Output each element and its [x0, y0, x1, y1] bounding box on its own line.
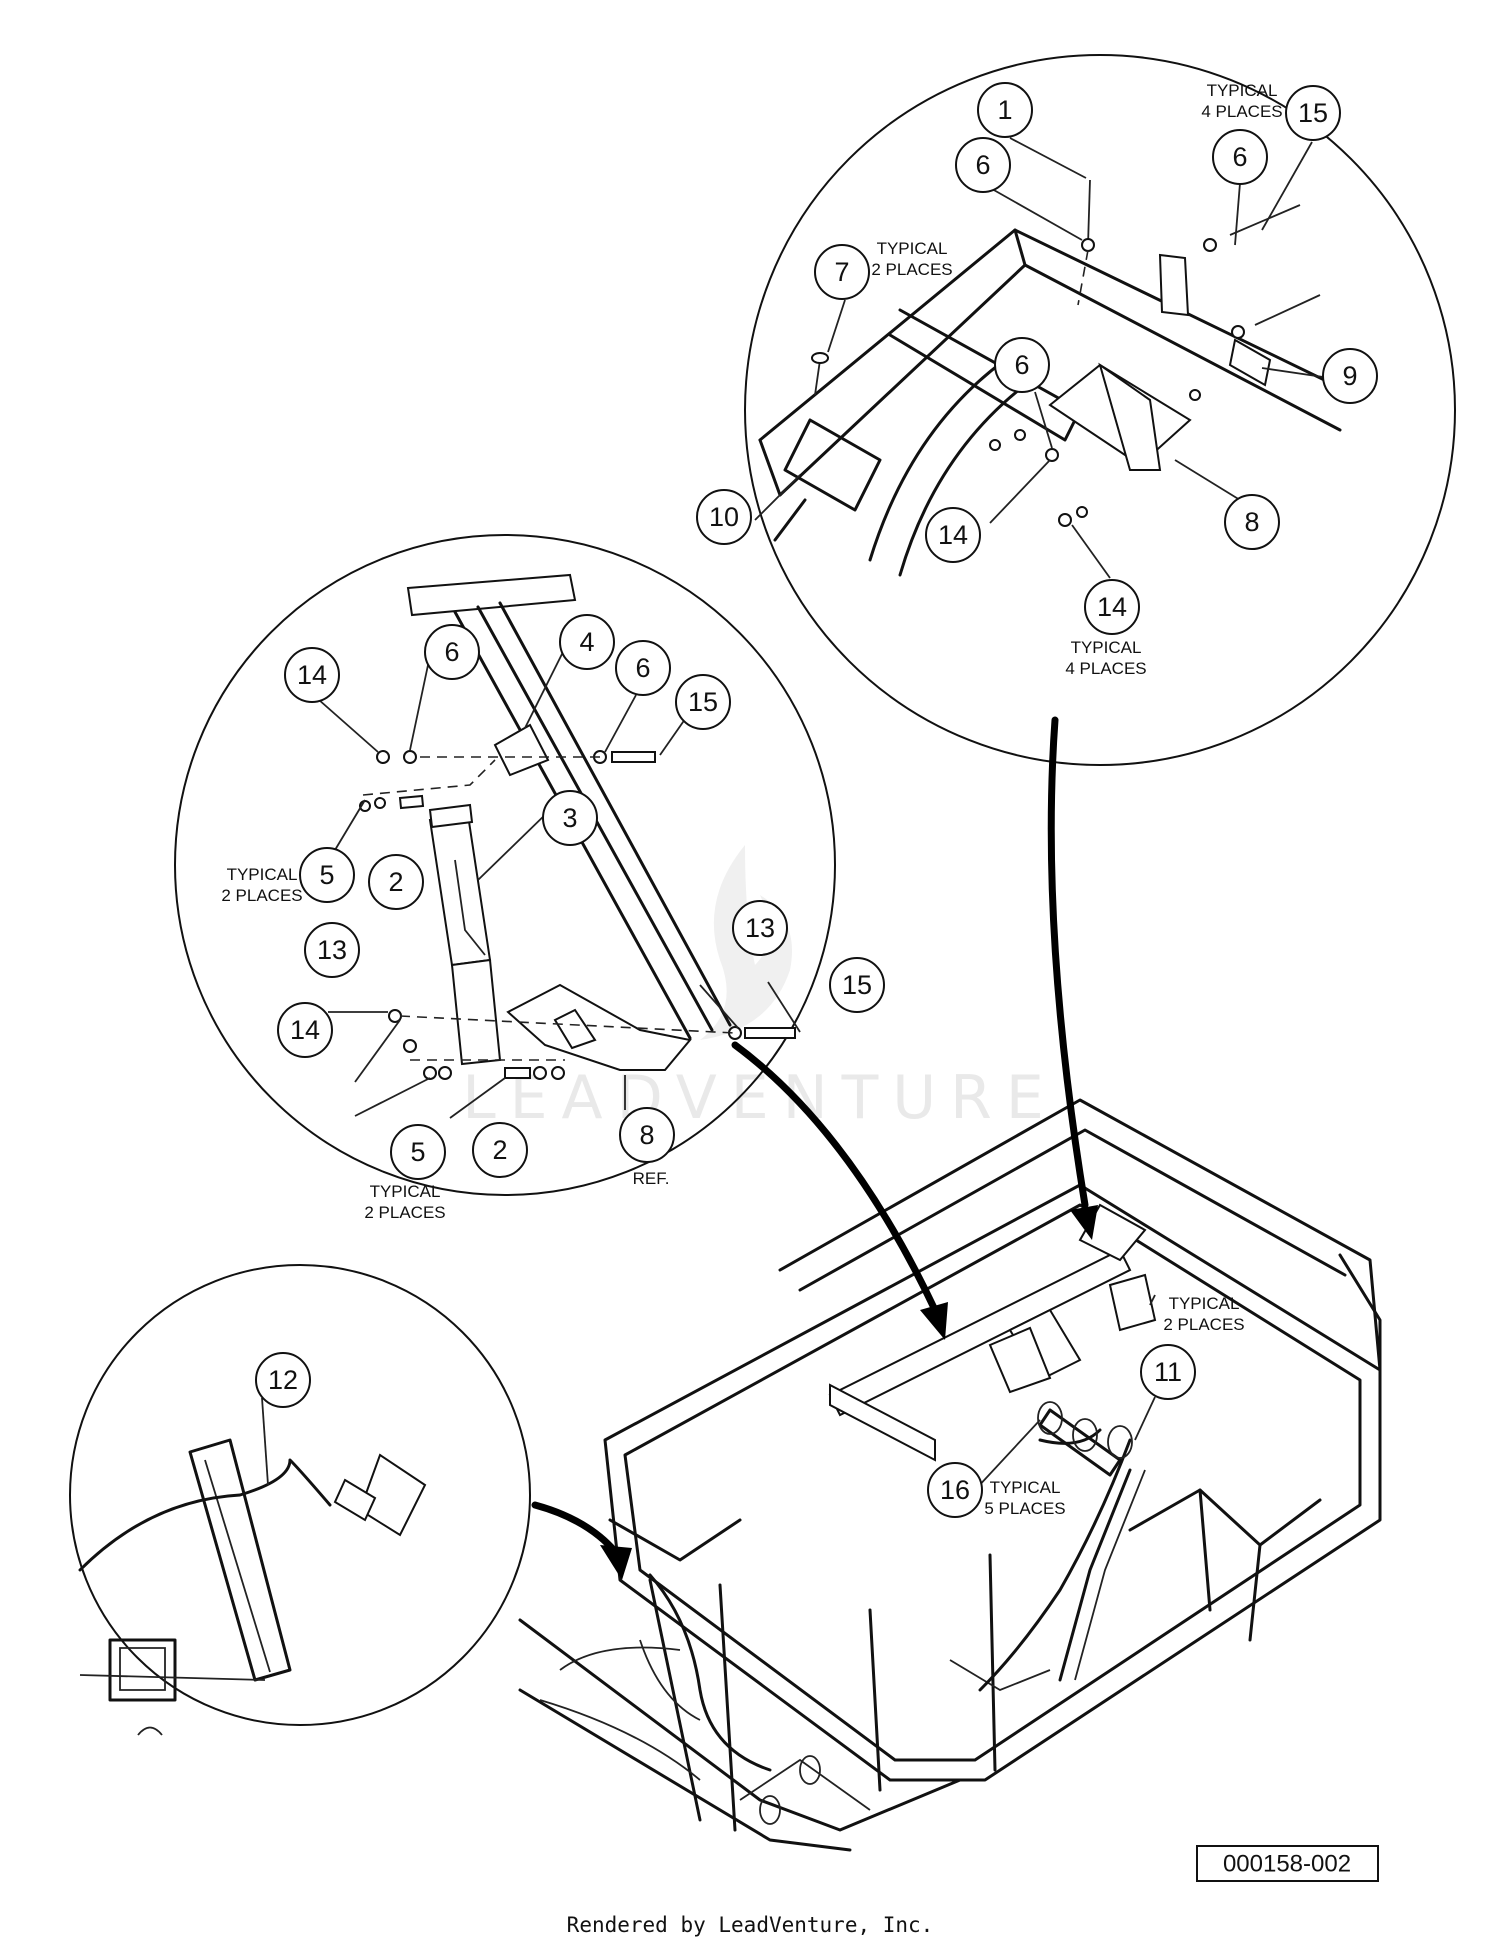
callout: 13 — [732, 900, 788, 956]
callout: 13 — [304, 922, 360, 978]
note-line: 2 PLACES — [871, 260, 952, 279]
svg-text:6: 6 — [444, 637, 459, 667]
callout: 3 — [542, 790, 598, 846]
svg-text:6: 6 — [1014, 350, 1029, 380]
svg-text:4: 4 — [579, 627, 594, 657]
callout: 14 — [284, 647, 340, 703]
callout: 6 — [1212, 129, 1268, 185]
callout: 6 — [615, 640, 671, 696]
callout: 9 — [1322, 348, 1378, 404]
callout: 16 — [927, 1462, 983, 1518]
svg-text:2: 2 — [492, 1135, 507, 1165]
svg-text:14: 14 — [290, 1015, 320, 1045]
callouts-top: 1 6 6 15 7 6 9 10 14 8 14 — [696, 82, 1378, 635]
svg-text:9: 9 — [1342, 361, 1357, 391]
callout: 10 — [696, 489, 752, 545]
detail-circle-left — [69, 1264, 531, 1726]
svg-text:15: 15 — [1298, 98, 1328, 128]
note-line: TYPICAL — [877, 239, 948, 258]
callout: 15 — [1285, 85, 1341, 141]
notes: TYPICAL 4 PLACES TYPICAL 2 PLACES TYPICA… — [221, 81, 1282, 1518]
callout: 6 — [424, 624, 480, 680]
note-line: TYPICAL — [1071, 638, 1142, 657]
svg-text:1: 1 — [997, 95, 1012, 125]
svg-text:16: 16 — [940, 1475, 970, 1505]
callout: 5 — [390, 1124, 446, 1180]
callout: 7 — [814, 244, 870, 300]
callouts-main: 11 16 — [927, 1344, 1196, 1518]
svg-text:6: 6 — [1232, 142, 1247, 172]
svg-text:15: 15 — [842, 970, 872, 1000]
callout: 5 — [299, 847, 355, 903]
note-line: 2 PLACES — [364, 1203, 445, 1222]
main-frame-assembly — [518, 1098, 1382, 1852]
note-line: TYPICAL — [227, 865, 298, 884]
arrow-mid-to-main — [731, 1041, 939, 1314]
note-line: REF. — [633, 1169, 670, 1188]
note-line: TYPICAL — [1169, 1294, 1240, 1313]
detail-circle-mid — [174, 534, 836, 1196]
callout: 11 — [1140, 1344, 1196, 1400]
note-line: 4 PLACES — [1065, 659, 1146, 678]
svg-text:13: 13 — [745, 913, 775, 943]
svg-text:5: 5 — [319, 860, 334, 890]
note-line: 5 PLACES — [984, 1499, 1065, 1518]
svg-text:8: 8 — [1244, 507, 1259, 537]
callout: 12 — [255, 1352, 311, 1408]
detail-left-connector — [69, 1264, 531, 1736]
arrow-top-to-main — [1047, 716, 1089, 1209]
svg-text:5: 5 — [410, 1137, 425, 1167]
svg-text:3: 3 — [562, 803, 577, 833]
svg-text:13: 13 — [317, 935, 347, 965]
callouts-left: 12 — [255, 1352, 311, 1408]
callout: 8 — [619, 1107, 675, 1163]
detail-mid-actuator — [174, 534, 836, 1196]
svg-text:12: 12 — [268, 1365, 298, 1395]
svg-text:6: 6 — [975, 150, 990, 180]
callout: 15 — [675, 674, 731, 730]
detail-circle-top — [744, 54, 1456, 766]
callout: 15 — [829, 957, 885, 1013]
svg-text:7: 7 — [834, 257, 849, 287]
svg-text:10: 10 — [709, 502, 739, 532]
callout: 8 — [1224, 494, 1280, 550]
callout: 6 — [994, 337, 1050, 393]
svg-text:11: 11 — [1154, 1357, 1182, 1387]
callout: 14 — [925, 507, 981, 563]
svg-text:6: 6 — [635, 653, 650, 683]
callout: 1 — [977, 82, 1033, 138]
callouts-mid: 14 6 4 6 15 3 5 2 13 13 15 14 5 2 8 — [277, 614, 885, 1180]
callout: 14 — [277, 1002, 333, 1058]
svg-text:2: 2 — [388, 867, 403, 897]
note-line: TYPICAL — [1207, 81, 1278, 100]
note-line: TYPICAL — [990, 1478, 1061, 1497]
footer-credit: Rendered by LeadVenture, Inc. — [567, 1913, 934, 1937]
callout: 14 — [1084, 579, 1140, 635]
callout: 2 — [368, 854, 424, 910]
note-line: TYPICAL — [370, 1182, 441, 1201]
figure-id-label: 000158-002 — [1196, 1845, 1379, 1882]
pointer-arrows — [531, 716, 1098, 1580]
callout: 6 — [955, 137, 1011, 193]
note-line: 4 PLACES — [1201, 102, 1282, 121]
svg-text:8: 8 — [639, 1120, 654, 1150]
svg-text:000158-002: 000158-002 — [1223, 1851, 1351, 1878]
svg-text:15: 15 — [688, 687, 718, 717]
note-line: 2 PLACES — [1163, 1315, 1244, 1334]
svg-text:14: 14 — [1097, 592, 1127, 622]
detail-top-frame-bracket — [744, 54, 1456, 766]
svg-text:14: 14 — [297, 660, 327, 690]
note-line: 2 PLACES — [221, 886, 302, 905]
svg-text:14: 14 — [938, 520, 968, 550]
callout: 4 — [559, 614, 615, 670]
callout: 2 — [472, 1122, 528, 1178]
